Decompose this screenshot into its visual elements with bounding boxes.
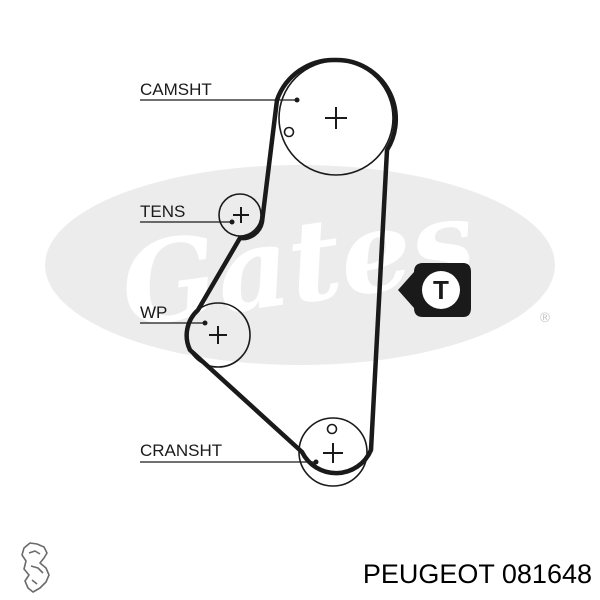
peugeot-lion-logo: [21, 542, 50, 593]
plus-icon: [325, 107, 347, 129]
plus-icon: [233, 207, 249, 223]
crankshaft-pulley: [298, 417, 368, 487]
label-camshaft: CAMSHT: [140, 80, 212, 99]
caption-part-number: 081648: [501, 559, 592, 589]
plus-icon: [323, 443, 343, 463]
timing-mark-icon: [326, 423, 338, 435]
camshaft-pulley: [278, 60, 394, 176]
gates-watermark: Gates ®: [45, 165, 555, 365]
product-caption: PEUGEOT 081648: [363, 559, 592, 590]
water-pump-pulley: [185, 302, 251, 368]
caption-brand: PEUGEOT: [362, 559, 495, 589]
arrow-badge-icon: T: [398, 263, 471, 317]
leader-lines: [140, 99, 316, 463]
badge-letter: T: [433, 275, 449, 305]
timing-mark-icon: [283, 126, 295, 138]
plus-icon: [209, 326, 227, 344]
watermark-registered-mark: ®: [539, 311, 552, 326]
label-crankshaft: CRANSHT: [140, 441, 222, 460]
label-tensioner: TENS: [140, 202, 185, 221]
label-water-pump: WP: [140, 303, 167, 322]
tensioner-pulley: [218, 193, 262, 237]
